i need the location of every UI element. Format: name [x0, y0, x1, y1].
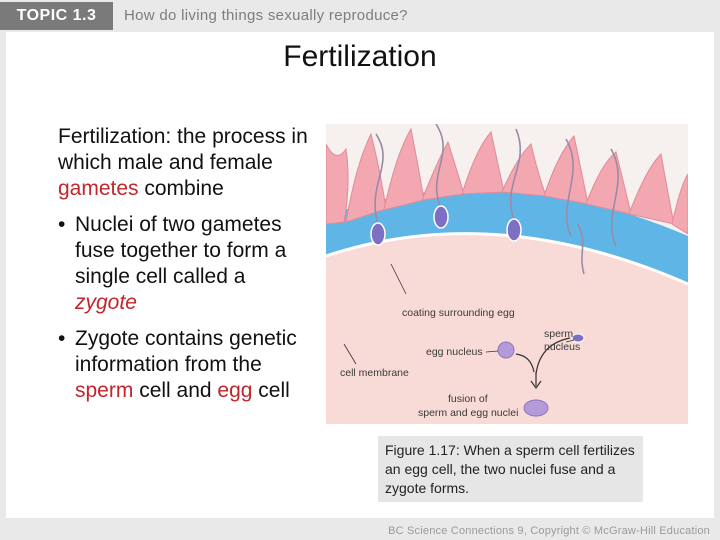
egg-nucleus-shape	[497, 341, 515, 359]
definition-term: Fertilization	[58, 125, 166, 148]
fertilization-figure: coating surrounding egg sperm nucleus eg…	[326, 124, 688, 424]
definition: Fertilization: the process in which male…	[58, 124, 308, 202]
label-coating: coating surrounding egg	[402, 307, 515, 319]
term-sperm: sperm	[75, 379, 134, 402]
fused-nucleus-shape	[523, 399, 549, 417]
label-fusion: fusion of	[448, 393, 488, 405]
bullet-dot: •	[58, 213, 66, 236]
slide-title: Fertilization	[283, 40, 437, 73]
bullet-2-text-2: cell and	[133, 379, 218, 402]
topic-tab: TOPIC 1.3	[0, 2, 113, 30]
bullet-nuclei-fuse: • Nuclei of two gametes fuse together to…	[58, 212, 308, 316]
topic-question: How do living things sexually reproduce?	[124, 7, 408, 24]
term-egg: egg	[217, 379, 253, 402]
cell-membrane-line	[326, 232, 688, 286]
bullet-zygote-info: • Zygote contains genetic information fr…	[58, 326, 308, 404]
term-zygote: zygote	[75, 291, 137, 314]
definition-text-1: : the process in which male and female	[58, 125, 308, 174]
figure-caption: Figure 1.17: When a sperm cell fertilize…	[378, 436, 643, 502]
slide-text: Fertilization: the process in which male…	[58, 124, 308, 404]
label-nucleus: nucleus	[544, 341, 580, 353]
definition-text-2: combine	[138, 177, 224, 200]
fertilization-illustration: coating surrounding egg sperm nucleus eg…	[326, 124, 688, 424]
leader-lines	[343, 263, 575, 365]
label-cell-membrane: cell membrane	[340, 367, 409, 379]
label-sperm: sperm	[544, 328, 573, 340]
bullet-2-text-1: Zygote contains genetic information from…	[75, 327, 297, 376]
egg-coating	[326, 189, 688, 284]
label-fusion-nuclei: sperm and egg nuclei	[418, 407, 518, 419]
copyright-footer: BC Science Connections 9, Copyright © Mc…	[388, 525, 710, 537]
bullet-1-text: Nuclei of two gametes fuse together to f…	[75, 213, 287, 288]
sperm-heads	[370, 205, 522, 246]
bullet-2-text-3: cell	[252, 379, 290, 402]
sperm-tails	[374, 124, 619, 247]
term-gametes: gametes	[58, 177, 139, 200]
fusion-arrows	[515, 337, 571, 390]
label-egg-nucleus: egg nucleus	[426, 346, 483, 358]
bullet-dot: •	[58, 327, 66, 350]
sperm-in-egg	[571, 223, 585, 343]
